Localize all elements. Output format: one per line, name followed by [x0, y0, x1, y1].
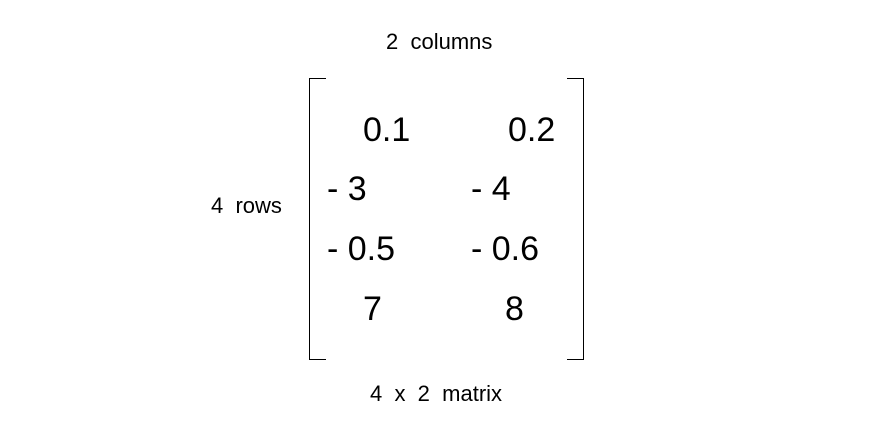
matrix-cell-r3-c2: - 0.6 — [471, 230, 540, 268]
matrix-cell-r4-c2: 8 — [505, 290, 524, 328]
matrix-cell-r4-c1: 7 — [363, 290, 382, 328]
rows-label: 4 rows — [211, 193, 282, 218]
left-bracket — [309, 78, 326, 360]
matrix-cell-r2-c2: - 4 — [471, 170, 511, 208]
matrix-cell-r3-c1: - 0.5 — [327, 230, 396, 268]
columns-label: 2 columns — [386, 29, 493, 54]
matrix-caption: 4 x 2 matrix — [370, 381, 503, 406]
matrix-cell-r2-c1: - 3 — [327, 170, 367, 208]
matrix-cell-r1-c1: 0.1 — [363, 111, 411, 149]
right-bracket — [567, 78, 584, 360]
matrix-cell-r1-c2: 0.2 — [508, 111, 556, 149]
